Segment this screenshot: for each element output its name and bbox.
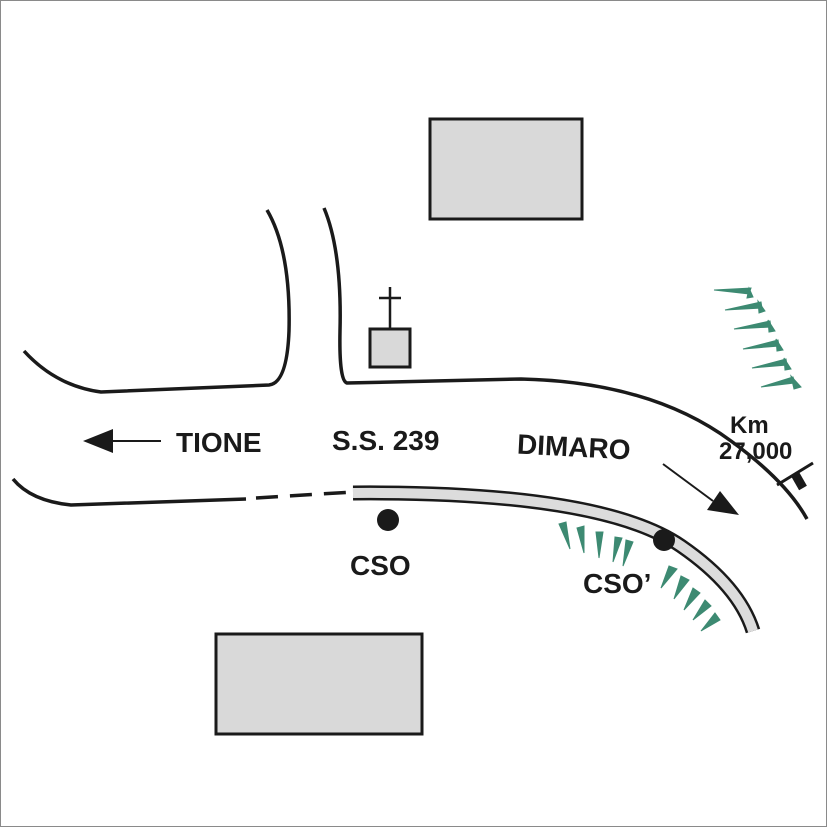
cso-point-icon	[377, 509, 399, 531]
guardrail-barrier	[352, 485, 761, 634]
cso-prime-label: CSO’	[583, 568, 651, 599]
km-value-label: 27,000	[719, 438, 792, 465]
building-top	[428, 117, 584, 221]
main-road-south-edge	[11, 477, 247, 507]
tione-label: TIONE	[176, 427, 262, 458]
road-name-label: S.S. 239	[332, 425, 439, 456]
guardrail-barrier-fill	[352, 487, 758, 633]
side-road-west-edge	[22, 209, 291, 394]
vegetation-icon	[558, 521, 721, 632]
cso-prime-point-icon	[653, 529, 675, 551]
km-unit-label: Km	[730, 412, 769, 439]
arrow-right-icon	[662, 463, 739, 515]
side-road-east-edge	[322, 207, 809, 520]
arrow-left-icon	[83, 429, 161, 453]
church-icon	[368, 287, 412, 369]
building-bottom	[214, 632, 424, 736]
main-road-south-edge-dashed	[255, 490, 354, 500]
dimaro-label: DIMARO	[516, 429, 631, 466]
vegetation-icon	[713, 286, 802, 390]
km-marker-icon	[776, 461, 814, 491]
cso-label: CSO	[350, 550, 411, 581]
